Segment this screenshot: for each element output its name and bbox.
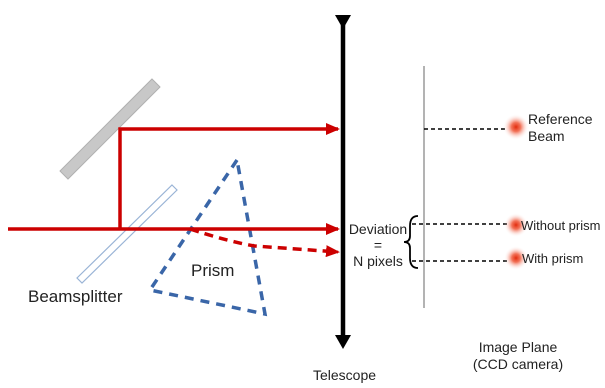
without-prism-label: Without prism [521,218,600,233]
telescope-label: Telescope [313,367,376,383]
prism-label: Prism [191,261,234,280]
without-prism-spot [504,213,528,237]
with-prism-label: With prism [522,251,583,266]
reference-label-line2: Beam [528,128,565,144]
deviation-label-line1: Deviation [349,221,407,237]
prism-shape [147,155,268,317]
reference-spot [503,114,529,140]
with-prism-spot [504,246,528,270]
deflected-beam [189,227,340,258]
deviation-label-line3: N pixels [353,253,403,269]
image-plane-label-line1: Image Plane [479,339,558,355]
deviation-brace [403,215,419,269]
reference-label-line1: Reference [528,111,593,127]
mirror [59,78,161,180]
reference-beam [118,123,340,229]
deviation-label-line2: = [374,237,382,253]
beamsplitter-label: Beamsplitter [28,287,123,306]
image-plane-label-line2: (CCD camera) [473,356,563,372]
beamsplitter-plate [76,184,178,284]
